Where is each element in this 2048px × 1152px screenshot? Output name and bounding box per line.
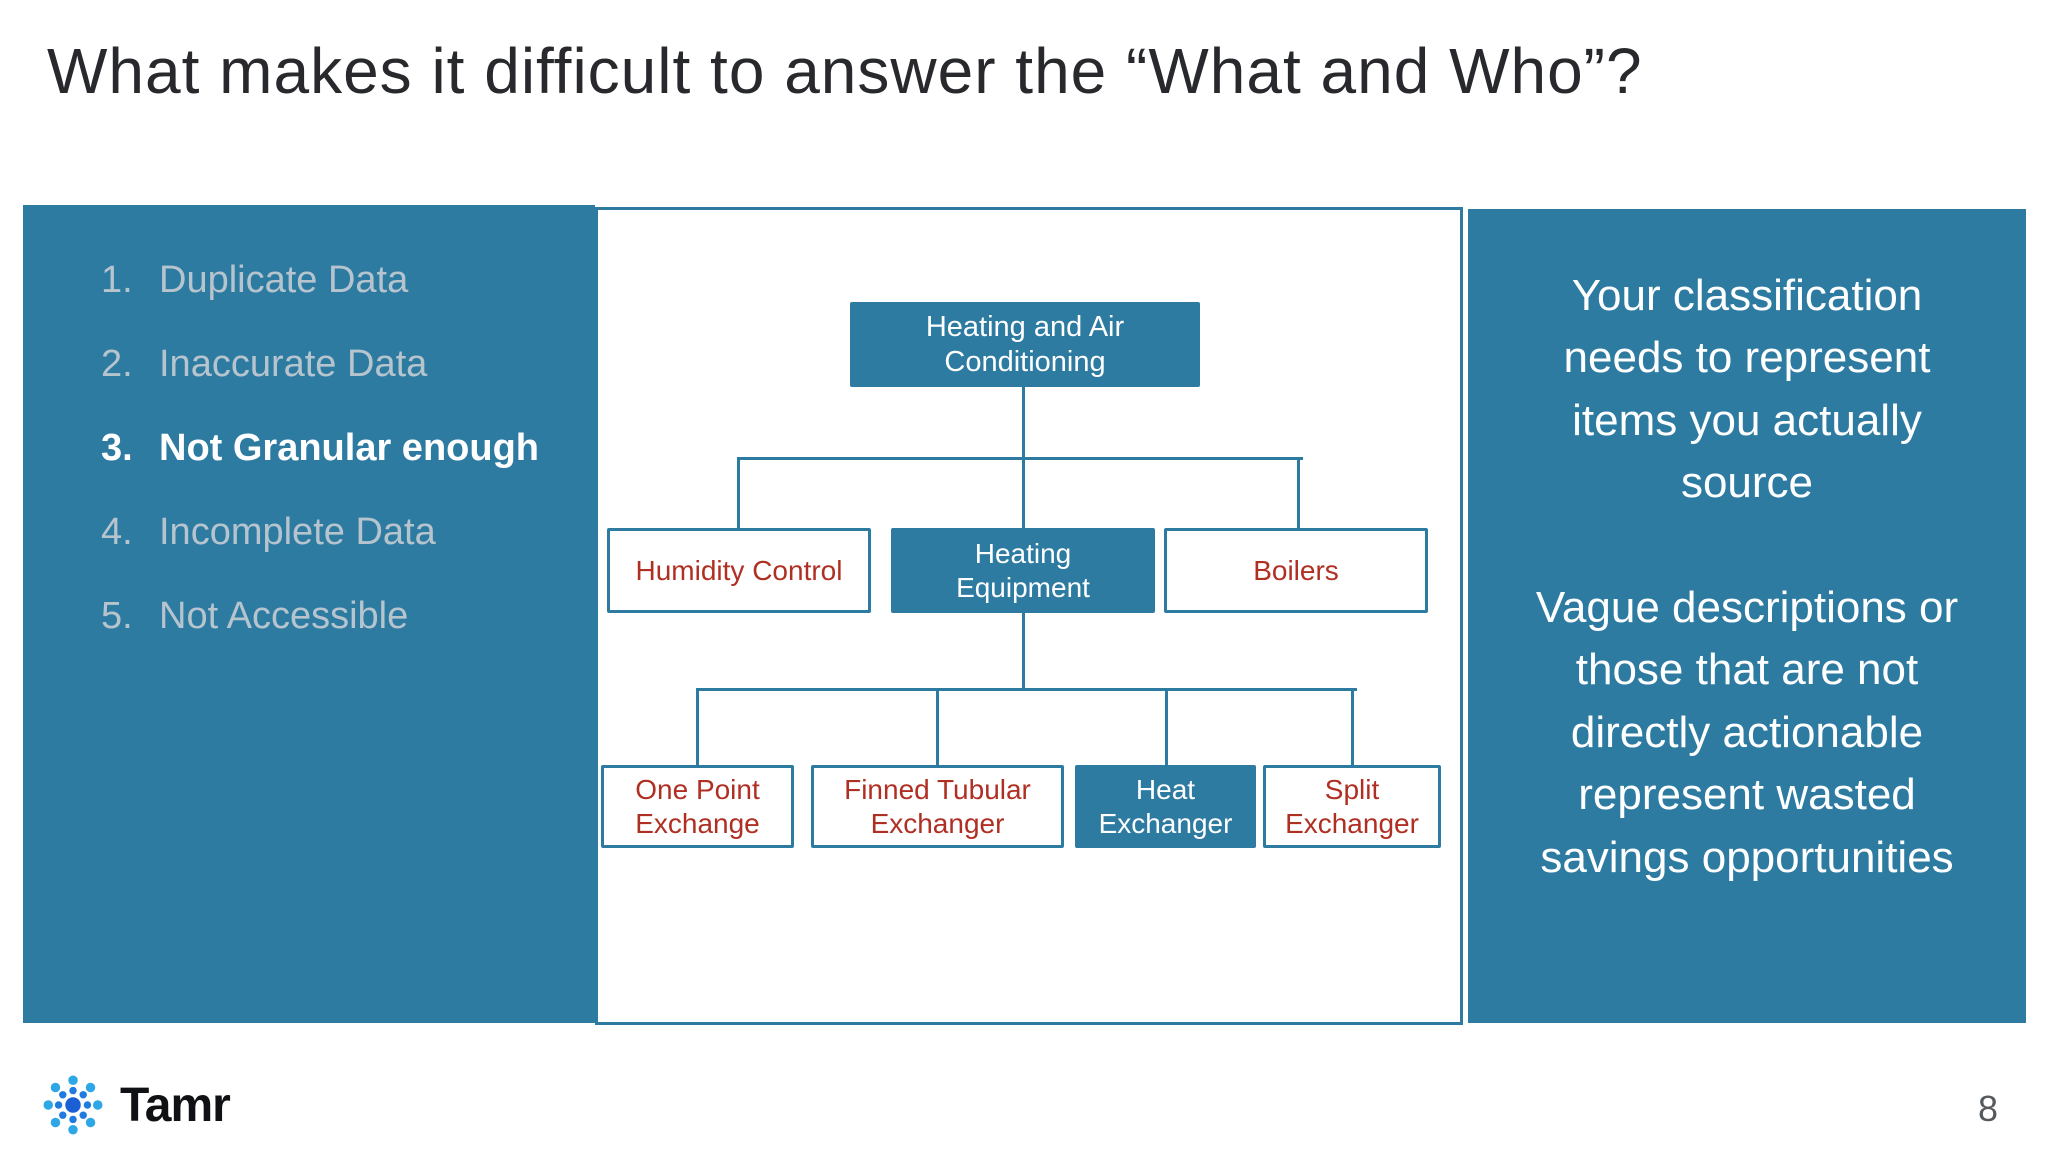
node-humidity-control: Humidity Control [607,528,871,613]
connector-row3-rail [696,688,1357,691]
issue-number: 3. [101,427,133,469]
connector-drop-finned-tubular [936,688,939,768]
issue-number: 2. [101,343,133,385]
node-label: One Point Exchange [635,773,760,839]
tamr-logo: Tamr [40,1072,231,1138]
issue-number: 5. [101,595,133,637]
node-label: Heating and Air Conditioning [925,310,1125,378]
node-label: Split Exchanger [1285,773,1419,839]
issue-number: 1. [101,259,133,301]
issue-label: Inaccurate Data [159,343,428,385]
commentary-paragraph-2: Vague descriptions or those that are not… [1535,582,1959,882]
node-label: Boilers [1253,554,1339,586]
page-number: 8 [1977,1088,1998,1129]
connector-root-stem [1022,387,1025,460]
issue-item-incomplete-data: 4. Incomplete Data [101,509,539,556]
issue-item-not-granular-enough: 3. Not Granular enough [101,425,539,472]
connector-heating-equipment-stem [1022,611,1025,691]
issue-item-inaccurate-data: 2. Inaccurate Data [101,341,539,388]
issue-label: Not Accessible [159,595,409,637]
node-finned-tubular-exchanger: Finned Tubular Exchanger [811,765,1064,848]
node-heating-and-air-conditioning: Heating and Air Conditioning [850,302,1200,387]
connector-drop-one-point [696,688,699,768]
issue-item-duplicate-data: 1. Duplicate Data [101,257,539,304]
connector-drop-heating-equipment [1022,457,1025,531]
connector-drop-boilers [1297,457,1300,531]
issue-item-not-accessible: 5. Not Accessible [101,593,539,640]
connector-drop-humidity [737,457,740,531]
node-label: Finned Tubular Exchanger [844,773,1031,839]
commentary-paragraph-1: Your classification needs to represent i… [1563,271,1931,508]
node-heating-equipment: Heating Equipment [891,528,1155,613]
connector-drop-heat-exchanger [1165,688,1168,768]
node-heat-exchanger: Heat Exchanger [1075,765,1256,848]
node-boilers: Boilers [1164,528,1428,613]
node-one-point-exchange: One Point Exchange [601,765,794,848]
issues-panel: 1. Duplicate Data 2. Inaccurate Data 3. … [23,205,595,1023]
issues-list: 1. Duplicate Data 2. Inaccurate Data 3. … [101,257,539,677]
connector-row2-rail [737,457,1303,460]
node-label: Humidity Control [635,554,843,586]
tamr-burst-icon [43,1075,103,1135]
classification-hierarchy-diagram: Heating and Air Conditioning Humidity Co… [595,207,1463,1025]
issue-label: Not Granular enough [159,427,539,469]
issue-label: Incomplete Data [159,511,436,553]
issue-number: 4. [101,511,133,553]
node-split-exchanger: Split Exchanger [1263,765,1441,848]
connector-drop-split-exchanger [1351,688,1354,768]
tamr-logo-text: Tamr [120,1078,231,1132]
commentary-panel: Your classification needs to represent i… [1468,209,2026,1023]
node-label: Heating Equipment [956,537,1090,603]
slide-title: What makes it difficult to answer the “W… [47,35,1643,107]
issue-label: Duplicate Data [159,259,409,301]
node-label: Heat Exchanger [1098,773,1233,839]
